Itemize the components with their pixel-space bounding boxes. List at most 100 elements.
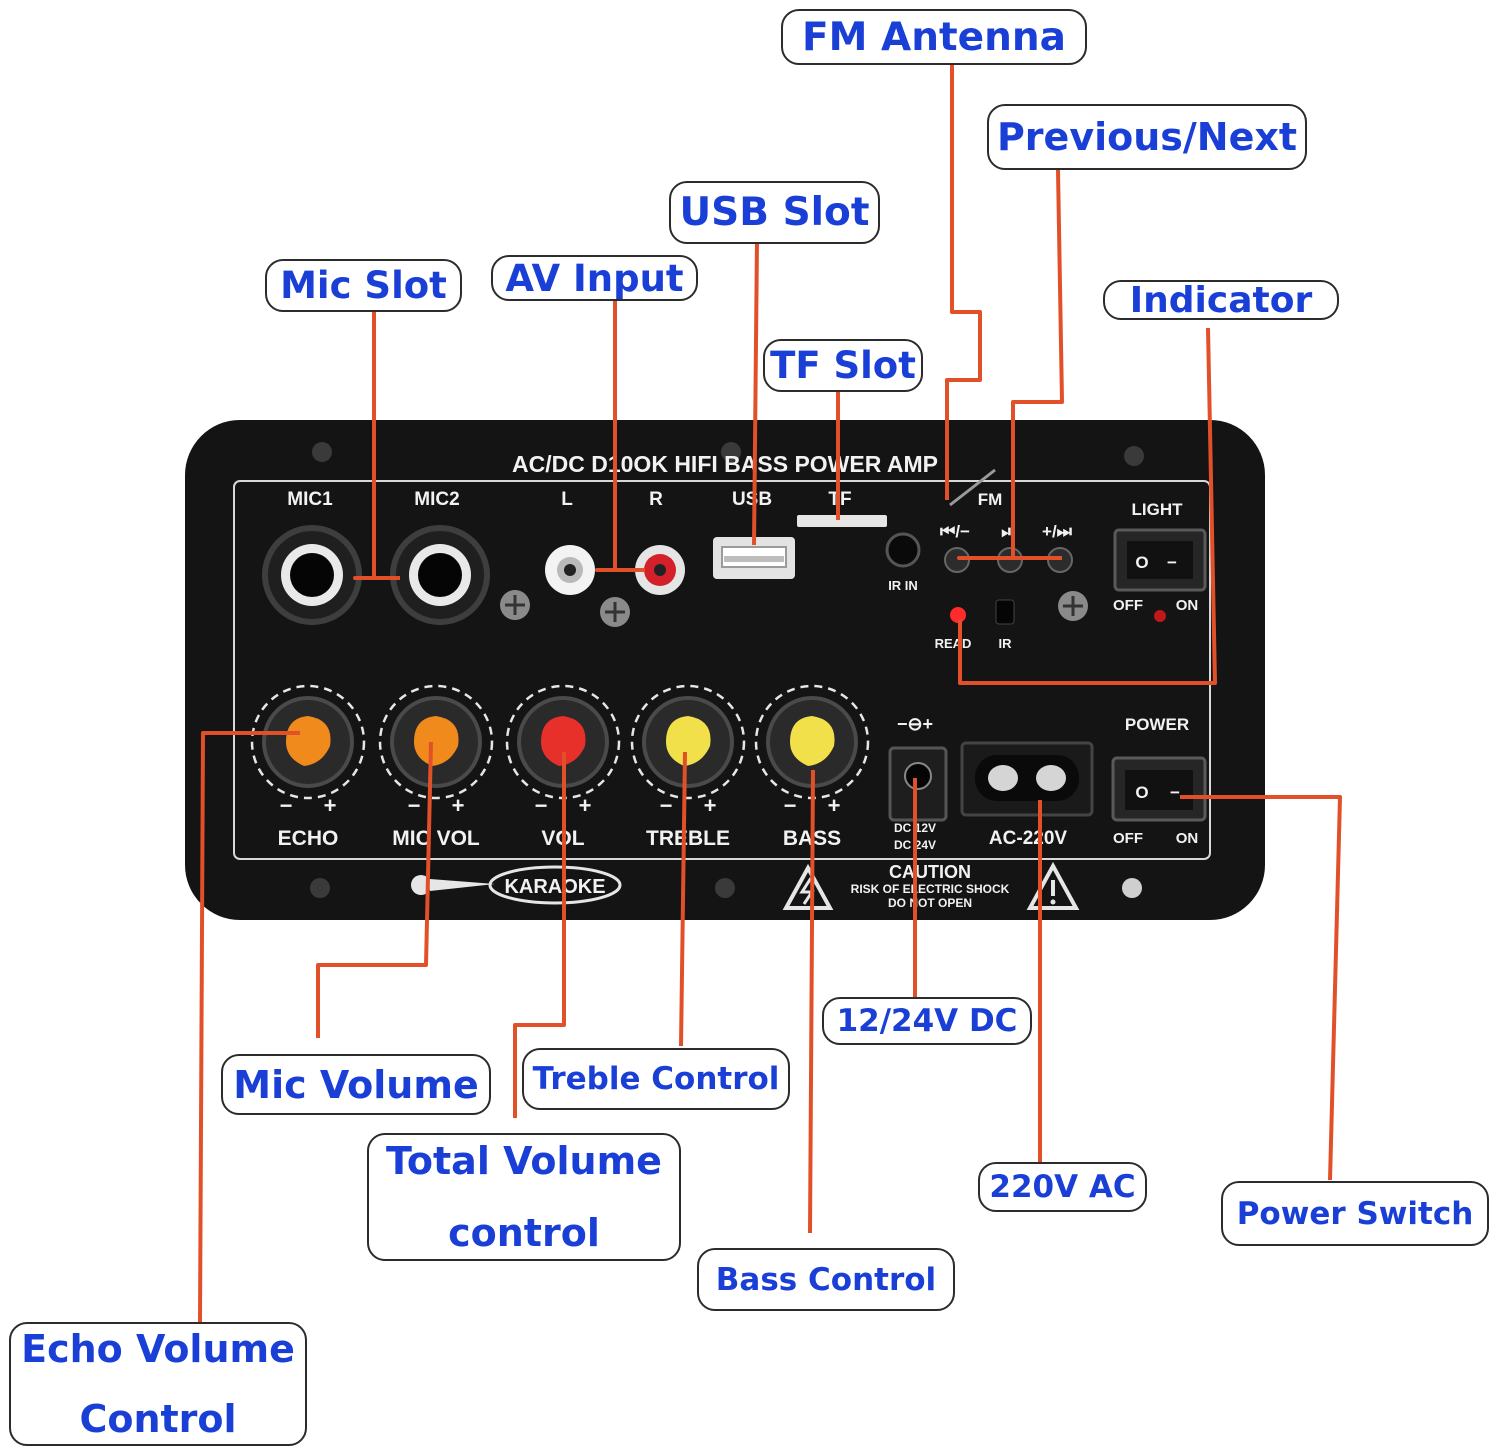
ir-label: IR — [999, 636, 1013, 651]
mic1-jack[interactable] — [262, 525, 362, 625]
light-off-label: OFF — [1113, 597, 1143, 614]
leader-mic-slot — [353, 310, 400, 580]
plus-label: + — [704, 793, 717, 818]
read-label: READ — [935, 636, 972, 651]
leader-previous-next — [957, 169, 1064, 560]
av-l-label: L — [561, 489, 573, 510]
leader-echo-volume — [198, 731, 300, 1323]
mount-hole-icon — [721, 442, 741, 462]
callout-dc-input: 12/24V DC — [822, 997, 1032, 1045]
mount-hole-icon — [1124, 446, 1144, 466]
leader-bass — [808, 769, 815, 1234]
echo-knob-label: ECHO — [278, 827, 339, 850]
power-label: POWER — [1125, 715, 1189, 734]
mount-hole-icon — [312, 442, 332, 462]
leader-fm-antenna — [945, 65, 982, 500]
callout-total-volume: Total Volume control — [367, 1133, 681, 1261]
panel-inner-border — [233, 480, 1211, 860]
power-on-label: ON — [1176, 830, 1199, 847]
minus-label: − — [660, 793, 673, 818]
light-indicator-led — [1154, 610, 1166, 622]
mic1-label: MIC1 — [287, 489, 333, 510]
screw-icon — [1058, 591, 1088, 621]
mount-hole-icon — [715, 878, 735, 898]
callout-mic-slot: Mic Slot — [265, 259, 462, 312]
caution-line2: DO NOT OPEN — [888, 896, 972, 910]
power-off-label: OFF — [1113, 830, 1143, 847]
callout-treble-control: Treble Control — [522, 1048, 790, 1110]
screw-icon — [500, 590, 530, 620]
knob-label-row: −+ECHO−+MIC VOL−+VOL−+TREBLE−+BASS — [278, 793, 842, 850]
ir-receiver — [995, 599, 1015, 625]
usb-label: USB — [732, 489, 772, 510]
plus-label: + — [324, 793, 337, 818]
treble-knob-label: TREBLE — [646, 827, 730, 850]
dc-polarity-symbol: −⊖+ — [897, 714, 933, 734]
ir-in-jack[interactable] — [885, 532, 921, 568]
av-r-label: R — [649, 489, 663, 510]
usb-port[interactable] — [713, 537, 795, 579]
mic2-jack[interactable] — [390, 525, 490, 625]
knob-row — [250, 684, 870, 800]
ac-power-socket[interactable] — [960, 741, 1094, 817]
fm-label: FM — [978, 490, 1003, 509]
svg-text:−: − — [1170, 783, 1180, 802]
callout-bass-control: Bass Control — [697, 1248, 955, 1311]
minus-label: − — [280, 793, 293, 818]
minus-label: − — [535, 793, 548, 818]
plus-label: + — [579, 793, 592, 818]
mic-vol-knob-label: MIC VOL — [392, 827, 480, 850]
dc-power-jack[interactable] — [888, 746, 948, 822]
mic2-label: MIC2 — [414, 489, 459, 510]
plus-label: + — [828, 793, 841, 818]
minus-label: − — [408, 793, 421, 818]
rca-right-jack[interactable] — [635, 545, 685, 595]
callout-indicator: Indicator — [1103, 280, 1339, 321]
fm-antenna-wire — [949, 468, 996, 507]
karaoke-text: KARAOKE — [504, 876, 605, 898]
callout-previous-next: Previous/Next — [987, 104, 1307, 170]
mount-hole-icon — [310, 878, 330, 898]
echo-knob[interactable] — [250, 684, 366, 800]
svg-text:O: O — [1135, 553, 1148, 572]
leader-treble — [679, 751, 687, 1047]
caution-title: CAUTION — [889, 862, 971, 882]
screw-icon — [600, 597, 630, 627]
leader-usb-slot — [752, 239, 759, 546]
callout-fm-antenna: FM Antenna — [781, 9, 1087, 65]
callout-av-input: AV Input — [491, 255, 698, 301]
callout-usb-slot: USB Slot — [669, 181, 880, 244]
ac-label: AC-220V — [989, 828, 1067, 849]
callout-tf-slot: TF Slot — [763, 339, 923, 392]
leader-indicator — [958, 327, 1217, 685]
svg-text:−: − — [1167, 553, 1177, 572]
callout-mic-volume: Mic Volume — [221, 1054, 491, 1115]
tf-card-slot[interactable] — [797, 515, 887, 527]
panel-title: AC/DC D10OK HIFI BASS POWER AMP — [512, 451, 938, 477]
leader-power-switch — [1180, 795, 1342, 1181]
prev-button-label: ⏮/− — [940, 522, 970, 541]
treble-knob[interactable] — [630, 684, 746, 800]
callout-ac-input: 220V AC — [978, 1162, 1147, 1212]
light-label: LIGHT — [1132, 500, 1184, 519]
light-switch[interactable]: O − — [1113, 528, 1207, 592]
leader-total-volume — [513, 752, 566, 1118]
power-switch[interactable]: O − — [1111, 756, 1207, 822]
light-on-label: ON — [1176, 597, 1199, 614]
leader-av-input — [595, 298, 645, 572]
plus-label: + — [452, 793, 465, 818]
callout-power-switch: Power Switch — [1221, 1181, 1489, 1246]
svg-text:O: O — [1135, 783, 1148, 802]
mount-hole-icon — [1122, 878, 1142, 898]
next-button-label: +/⏭ — [1042, 522, 1073, 541]
mic-vol-knob[interactable] — [378, 684, 494, 800]
rca-left-jack[interactable] — [545, 545, 595, 595]
read-indicator-led — [950, 607, 966, 623]
leader-mic-volume — [316, 741, 433, 1038]
minus-label: − — [784, 793, 797, 818]
caution-line1: RISK OF ELECTRIC SHOCK — [851, 882, 1010, 896]
warning-triangle-icon — [782, 863, 834, 910]
callout-echo-volume: Echo Volume Control — [9, 1322, 307, 1446]
